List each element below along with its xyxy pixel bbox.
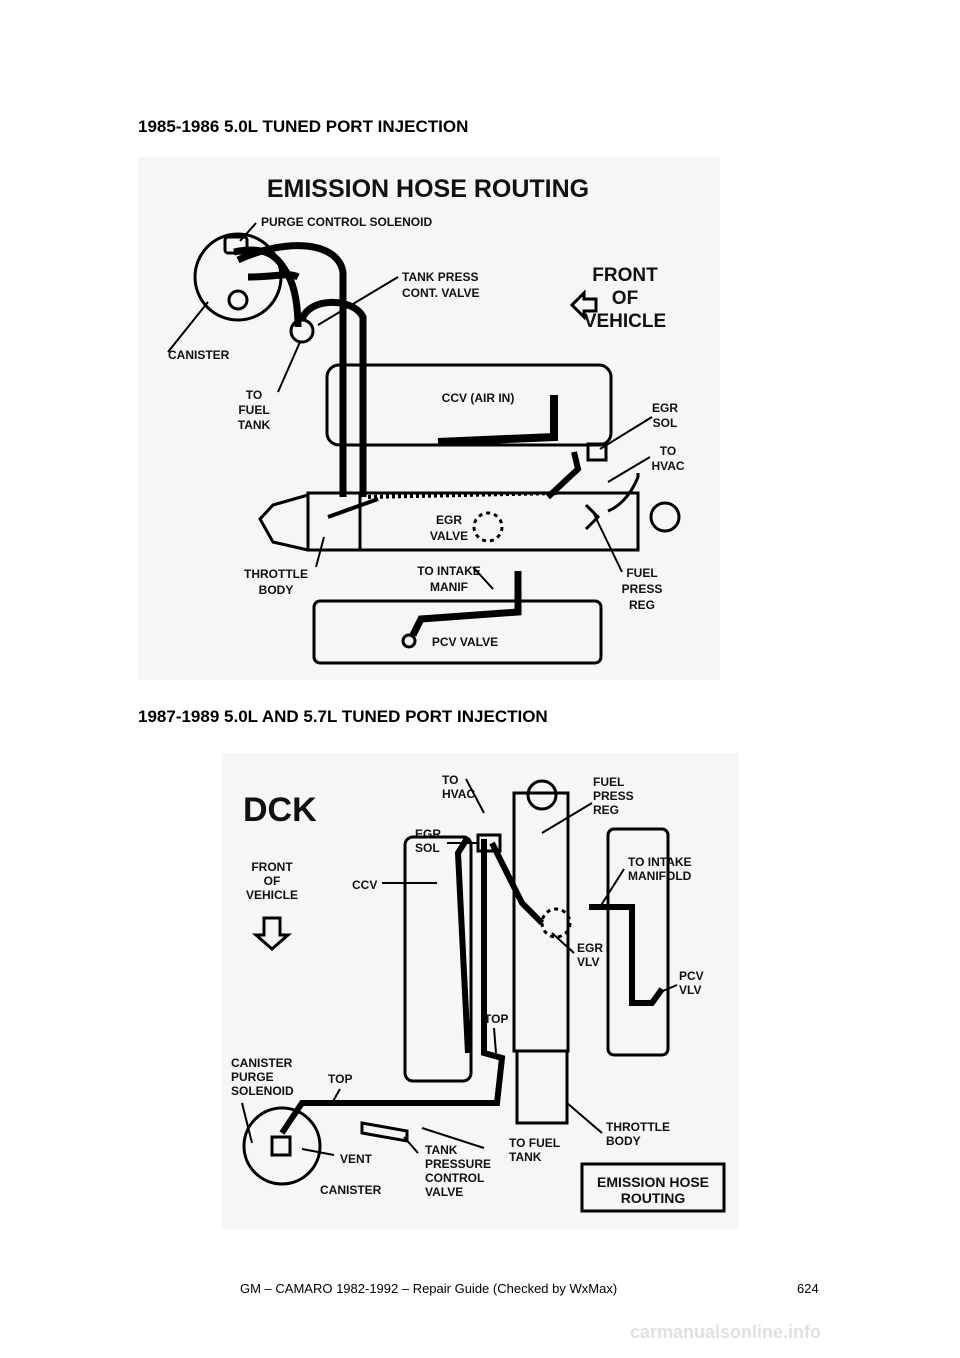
d2-top-center: TOP [484, 1012, 508, 1026]
tank-press-valve [236, 242, 367, 497]
label-to-fuel-3: TANK [238, 418, 271, 432]
d2-throttle-1: THROTTLE [606, 1120, 670, 1134]
d2-front-1: FRONT [251, 860, 293, 874]
d2-canister-purge-3: SOLENOID [231, 1084, 294, 1098]
label-purge-solenoid: PURGE CONTROL SOLENOID [261, 215, 432, 229]
d2-to-intake-2: MANIFOLD [628, 869, 692, 883]
d2-fuel-press-3: REG [593, 803, 619, 817]
d2-canister: CANISTER [320, 1183, 382, 1197]
watermark-text: carmanualsonline.info [630, 1322, 822, 1342]
label-fuel-press-2: PRESS [622, 582, 663, 596]
d2-tank-press-4: VALVE [425, 1185, 463, 1199]
label-egr-valve-2: VALVE [430, 529, 468, 543]
label-fuel-press-3: REG [629, 598, 655, 612]
d2-tank-press-1: TANK [425, 1143, 458, 1157]
egr-solenoid [545, 442, 608, 500]
d2-front-2: OF [264, 874, 281, 888]
label-front-2: OF [612, 288, 638, 309]
d2-canister-purge-1: CANISTER [231, 1056, 293, 1070]
diagram2-code: DCK [243, 791, 317, 829]
label-front-1: FRONT [592, 265, 658, 286]
label-egr-sol-2: SOL [653, 416, 678, 430]
d2-vent: VENT [340, 1152, 373, 1166]
d2-box-2: ROUTING [621, 1190, 686, 1206]
label-egr-sol-1: EGR [652, 401, 678, 415]
label-front-3: VEHICLE [584, 311, 666, 332]
d2-tank-press-3: CONTROL [425, 1171, 484, 1185]
leader-lines-1 [167, 222, 653, 590]
d2-tank-press-2: PRESSURE [425, 1157, 491, 1171]
label-intake-2: MANIF [430, 580, 468, 594]
label-egr-valve-1: EGR [436, 513, 462, 527]
label-to-fuel-1: TO [246, 388, 262, 402]
label-intake-1: TO INTAKE [417, 564, 481, 578]
label-to-fuel-2: FUEL [238, 403, 269, 417]
front-arrow [569, 289, 598, 321]
d2-ccv: CCV [352, 878, 377, 892]
label-ccv: CCV (AIR IN) [442, 391, 515, 405]
d2-canister-purge-2: PURGE [231, 1070, 274, 1084]
label-pcv-valve: PCV VALVE [432, 635, 498, 649]
d2-hoses [279, 779, 572, 1135]
d2-top-left: TOP [328, 1072, 352, 1086]
footer-text: GM – CAMARO 1982-1992 – Repair Guide (Ch… [240, 1281, 618, 1296]
label-tank-press-2: CONT. VALVE [402, 286, 480, 300]
d2-egr-sol-1: EGR [415, 827, 441, 841]
d2-egr-sol-2: SOL [415, 841, 440, 855]
emission-hose-diagram-1987: DCK TO HVAC FUEL PRESS REG EGR SOL FRONT… [222, 753, 739, 1229]
label-throttle-2: BODY [259, 583, 294, 597]
d2-front-arrow [252, 916, 292, 951]
d2-plenum-left [403, 835, 473, 1083]
d2-fuel-press-2: PRESS [593, 789, 634, 803]
d2-pcv-vlv-2: VLV [679, 983, 701, 997]
d2-to-hvac-2: HVAC [442, 787, 475, 801]
label-tank-press-1: TANK PRESS [402, 270, 478, 284]
diagram1-title: EMISSION HOSE ROUTING [267, 175, 589, 203]
d2-pcv-box [589, 827, 670, 1057]
d2-throttle-2: BODY [606, 1134, 641, 1148]
d2-to-fuel-2: TANK [509, 1150, 542, 1164]
d2-leader-lines [241, 778, 678, 1156]
emission-hose-diagram-1985: EMISSION HOSE ROUTING PURGE CONTROL SOLE… [138, 157, 720, 680]
d2-fuel-press-1: FUEL [593, 775, 624, 789]
d2-routing-box: EMISSION HOSE ROUTING [580, 1162, 726, 1213]
label-to-hvac-1: TO [660, 444, 676, 458]
manifold-body [258, 473, 681, 552]
section1-heading: 1985-1986 5.0L TUNED PORT INJECTION [138, 117, 469, 136]
label-fuel-press-1: FUEL [626, 566, 657, 580]
section2-heading: 1987-1989 5.0L AND 5.7L TUNED PORT INJEC… [138, 707, 548, 726]
d2-egr-vlv-1: EGR [577, 941, 603, 955]
d2-box-1: EMISSION HOSE [597, 1174, 709, 1190]
d2-pcv-vlv-1: PCV [679, 969, 704, 983]
label-canister: CANISTER [168, 348, 230, 362]
d2-to-fuel-1: TO FUEL [509, 1136, 560, 1150]
d2-canister-shape [242, 1106, 409, 1186]
d2-egr-vlv-2: VLV [577, 955, 599, 969]
d2-plenum-right [512, 791, 570, 1125]
d2-to-intake-1: TO INTAKE [628, 855, 692, 869]
d2-to-hvac-1: TO [442, 773, 458, 787]
intake-plenum [325, 363, 613, 447]
d2-front-3: VEHICLE [246, 888, 298, 902]
pcv-box [312, 571, 603, 665]
page-number: 624 [797, 1281, 819, 1296]
label-throttle-1: THROTTLE [244, 567, 308, 581]
label-to-hvac-2: HVAC [651, 459, 684, 473]
